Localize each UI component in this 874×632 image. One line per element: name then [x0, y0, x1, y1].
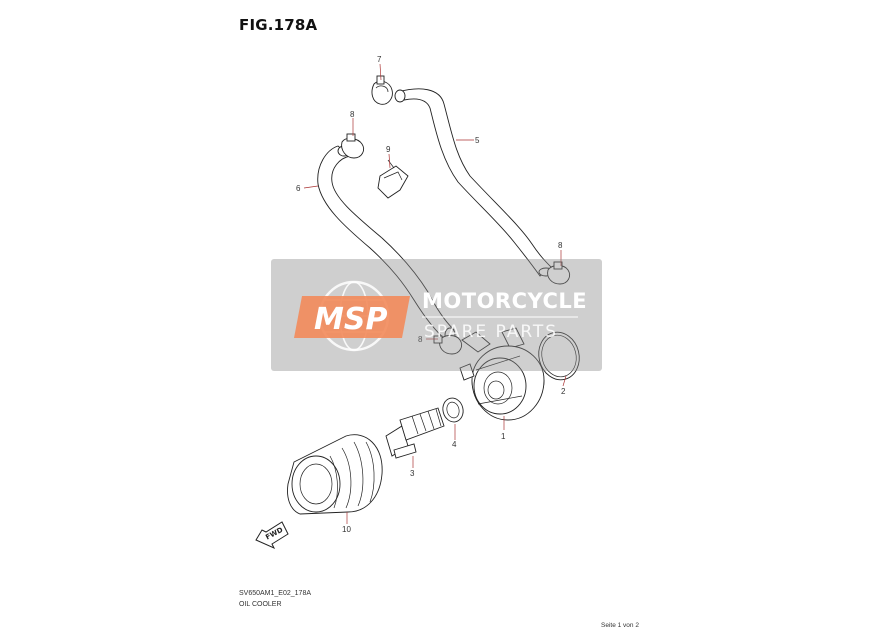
fwd-arrow: FWD — [255, 521, 289, 550]
page-indicator: Seite 1 von 2 — [601, 622, 639, 629]
clamp-8-top[interactable] — [341, 133, 365, 159]
callout-10: 10 — [342, 525, 351, 534]
oil-cooler-1[interactable] — [459, 327, 545, 421]
callout-9: 9 — [386, 145, 391, 154]
callout-7: 7 — [377, 55, 382, 64]
callout-5: 5 — [475, 136, 480, 145]
callout-1: 1 — [501, 432, 506, 441]
leader-lines — [303, 63, 567, 524]
callout-8-right: 8 — [558, 241, 563, 250]
callout-6: 6 — [296, 184, 301, 193]
callout-8-top: 8 — [350, 110, 355, 119]
union-bolt-3[interactable] — [385, 407, 445, 459]
msp-logo-badge — [294, 296, 410, 338]
watermark-line-1: MOTORCYCLE — [422, 289, 587, 313]
gasket-4[interactable] — [440, 396, 465, 424]
hose-5[interactable] — [394, 88, 554, 277]
watermark: MSP MOTORCYCLE SPARE PARTS — [271, 259, 602, 371]
callout-3: 3 — [410, 469, 415, 478]
callout-labels: 7 8 9 5 6 8 8 2 1 4 3 10 — [296, 55, 566, 534]
clamp-7[interactable] — [371, 75, 393, 105]
callout-2: 2 — [561, 387, 566, 396]
oil-filter-10[interactable] — [287, 434, 383, 515]
figure-code: SV650AM1_E02_178A — [239, 590, 311, 597]
figure-name: OIL COOLER — [239, 601, 282, 608]
clamp-8-lower[interactable] — [433, 335, 463, 355]
callout-4: 4 — [452, 440, 457, 449]
callout-8-lower: 8 — [418, 335, 423, 344]
clamp-8-right[interactable] — [547, 261, 571, 285]
watermark-logo-text: MSP — [314, 302, 387, 337]
figure-title: FIG.178A — [239, 16, 318, 34]
watermark-line-2: SPARE PARTS — [424, 322, 558, 342]
o-ring-2[interactable] — [534, 328, 584, 384]
clip-9[interactable] — [377, 159, 409, 199]
